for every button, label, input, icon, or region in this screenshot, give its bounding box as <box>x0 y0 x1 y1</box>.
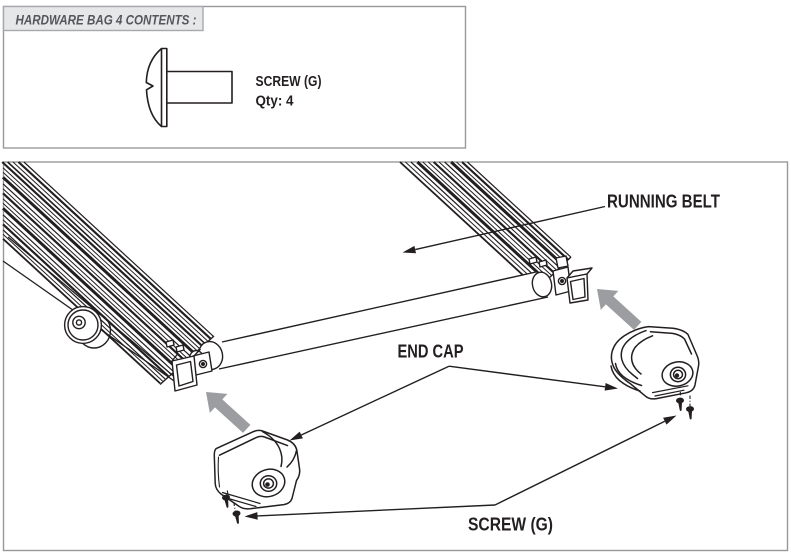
right-rail-top-block <box>555 255 569 269</box>
left-side-rail <box>1 161 215 386</box>
end-cap-screws <box>221 391 695 525</box>
screw-side-view-icon <box>145 47 233 128</box>
screw-item-label: SCREW (G) <box>256 74 322 90</box>
belt-clamp-bolt <box>538 259 548 268</box>
right-cap-screw-boss <box>661 361 694 387</box>
hardware-panel-header <box>2 5 204 32</box>
left-end-cap <box>213 429 301 510</box>
left-cap-clip-channel <box>261 430 283 468</box>
right-cap-clip-channel <box>620 329 647 380</box>
right-frame-tube-end <box>528 255 593 304</box>
right-side-rail <box>399 160 572 291</box>
right-end-cap-body <box>610 325 700 400</box>
belt-clamp-bolt <box>528 256 538 265</box>
screw-axis-dashes <box>226 391 691 512</box>
left-frame-tube-end <box>165 339 213 392</box>
running-belt-label: RUNNING BELT <box>607 192 720 212</box>
belt-clamp-bolt <box>175 344 185 353</box>
right-cap-lower-prong <box>610 365 641 392</box>
end-cap-leader-arrows <box>289 365 618 441</box>
transport-wheel-icon <box>63 305 112 349</box>
end-cap-label: END CAP <box>398 342 464 362</box>
hardware-panel-title: HARDWARE BAG 4 CONTENTS : <box>16 13 197 28</box>
screw-item-qty: Qty: 4 <box>256 94 294 110</box>
screw-shank <box>165 70 233 104</box>
insert-arrow-left-icon <box>206 392 251 433</box>
right-tube-opening <box>569 277 586 301</box>
left-cap-screw-hole <box>259 474 278 493</box>
screw-g-label: SCREW (G) <box>468 515 553 535</box>
insert-arrow-right-icon <box>597 289 642 330</box>
left-end-cap-body <box>213 429 301 510</box>
callout-leaders <box>244 205 677 520</box>
right-end-cap <box>610 325 700 400</box>
belt-clamp-bolt <box>165 339 175 348</box>
screw-leader-arrows <box>244 415 677 520</box>
right-cap-screw-hole <box>669 366 687 383</box>
left-cap-screw-boss <box>251 468 286 498</box>
running-belt-leader-arrow <box>402 205 606 254</box>
left-tube-opening <box>175 360 194 387</box>
assembly-diagram-panel: RUNNING BELT END CAP SCREW (G) <box>1 160 789 552</box>
hardware-contents-panel: HARDWARE BAG 4 CONTENTS : SCREW (G) Qty:… <box>2 5 467 149</box>
